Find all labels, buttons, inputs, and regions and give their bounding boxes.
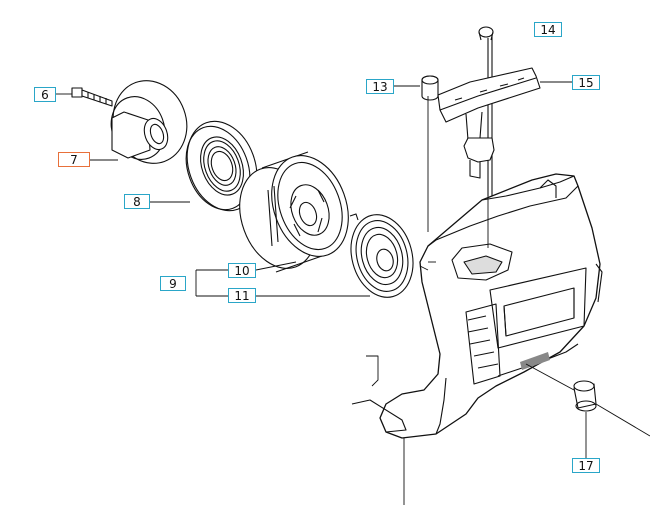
callout-6[interactable]: 6 bbox=[34, 87, 56, 102]
part-8-ring bbox=[185, 120, 258, 212]
callout-15[interactable]: 15 bbox=[572, 75, 600, 90]
callout-9[interactable]: 9 bbox=[160, 276, 186, 291]
part-14-pin bbox=[478, 26, 494, 196]
callout-14[interactable]: 14 bbox=[534, 22, 562, 37]
part-6-screw bbox=[71, 87, 113, 107]
leader-lines bbox=[56, 81, 650, 505]
part-13-sleeve bbox=[421, 75, 439, 101]
starter-housing bbox=[351, 173, 603, 439]
callout-13[interactable]: 13 bbox=[366, 79, 394, 94]
callout-8[interactable]: 8 bbox=[124, 194, 150, 209]
part-7-washer bbox=[110, 80, 188, 164]
callout-10[interactable]: 10 bbox=[228, 263, 256, 278]
part-15-handle bbox=[437, 67, 541, 179]
part-11-spring bbox=[349, 213, 414, 298]
callout-7[interactable]: 7 bbox=[58, 152, 90, 167]
callout-11[interactable]: 11 bbox=[228, 288, 256, 303]
part-17-spacer bbox=[573, 380, 597, 412]
part-10-pulley bbox=[239, 151, 349, 273]
callout-17[interactable]: 17 bbox=[572, 458, 600, 473]
